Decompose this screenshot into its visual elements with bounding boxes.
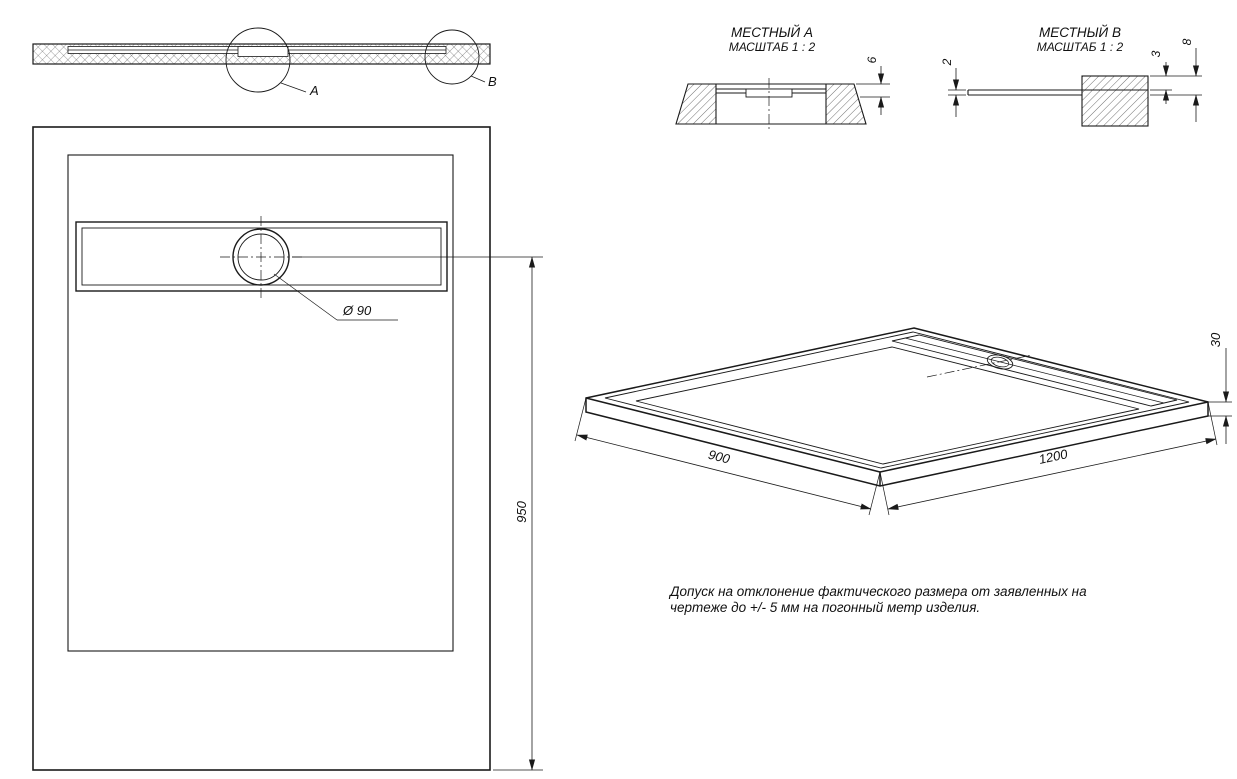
- dim-1200-label: 1200: [1037, 446, 1069, 467]
- detail-label-b: B: [488, 74, 497, 89]
- iso-drain-inner: [990, 356, 1010, 368]
- iso-floor-edge: [635, 346, 1140, 465]
- tray-outer-edge: [32, 126, 491, 771]
- drain-diameter-label: Ø 90: [342, 303, 372, 318]
- detail-a-left-section: [675, 83, 717, 125]
- dim-950-label: 950: [514, 500, 529, 522]
- iso-rim-inner-edge: [604, 331, 1190, 469]
- detail-a-scale: МАСШТАБ 1 : 2: [729, 40, 816, 54]
- detail-b-body-section: [1081, 75, 1149, 127]
- note-line-2: чертеже до +/- 5 мм на погонный метр изд…: [670, 600, 980, 615]
- dim-2-label: 2: [940, 58, 954, 66]
- tolerance-note: Допуск на отклонение фактического размер…: [668, 584, 1087, 615]
- detail-callout-circle-b: [424, 29, 480, 85]
- detail-b-scale: МАСШТАБ 1 : 2: [1037, 40, 1124, 54]
- note-line-1: Допуск на отклонение фактического размер…: [668, 584, 1087, 599]
- dim-1200: 1200: [879, 401, 1218, 516]
- detail-callout-circle-a: [225, 27, 291, 93]
- plan-view: Ø 90 950: [32, 126, 543, 771]
- iso-view: 900 1200 30: [574, 327, 1232, 516]
- section-view: A B: [32, 27, 497, 98]
- iso-drain-outer: [986, 354, 1014, 370]
- dim-3-label: 3: [1149, 50, 1163, 57]
- dim-6-label: 6: [865, 56, 879, 63]
- drain-channel-outer: [75, 221, 448, 292]
- detail-a-view: МЕСТНЫЙ A МАСШТАБ 1 : 2 6: [675, 24, 890, 132]
- dim-2: 2: [940, 58, 966, 117]
- detail-b-title: МЕСТНЫЙ В: [1039, 24, 1121, 40]
- iso-tray-silhouette: [585, 327, 1209, 487]
- dim-900-label: 900: [707, 447, 732, 467]
- detail-b-view: МЕСТНЫЙ В МАСШТАБ 1 : 2 2 3 8: [940, 24, 1202, 127]
- dim-900: 900: [574, 397, 881, 516]
- section-drain-notch: [237, 46, 289, 57]
- dim-3: 3: [1149, 50, 1202, 104]
- detail-a-title: МЕСТНЫЙ A: [731, 24, 813, 40]
- dim-8: 8: [1150, 38, 1202, 122]
- dim-950: 950: [292, 256, 543, 771]
- dim-8-label: 8: [1180, 38, 1194, 45]
- detail-label-a: A: [309, 83, 319, 98]
- dim-6: 6: [856, 56, 890, 115]
- detail-a-right-section: [825, 83, 867, 125]
- tray-inner-edge: [67, 154, 454, 652]
- dim-30: 30: [1208, 332, 1232, 444]
- dim-30-label: 30: [1208, 332, 1223, 347]
